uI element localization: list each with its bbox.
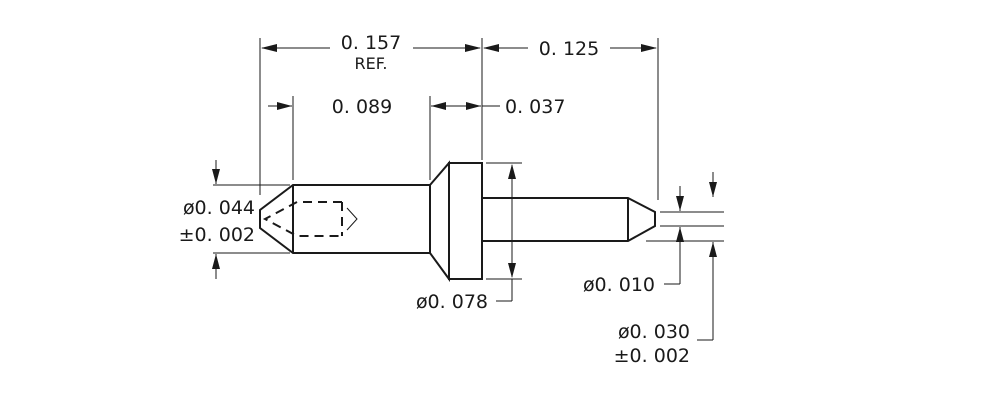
tip-diameter-label: ø0. 010	[583, 274, 655, 296]
part-outline	[259, 160, 656, 283]
flange-diameter-label: ø0. 078	[416, 291, 488, 313]
dimension-labels: 0. 157 REF. 0. 125 0. 089 0. 037 ø0. 044…	[179, 32, 690, 367]
pin-diameter-label: ø0. 030	[618, 321, 690, 343]
extension-lines	[213, 38, 724, 280]
hidden-bore	[262, 201, 342, 237]
head-diameter-tolerance: ±0. 002	[179, 224, 255, 246]
pin-diameter-tolerance: ±0. 002	[614, 345, 690, 367]
hidden-bore-tip	[346, 207, 358, 231]
head-body	[259, 184, 431, 254]
pin-shaft	[482, 197, 656, 242]
flange	[448, 162, 483, 280]
dimension-lines	[212, 44, 717, 341]
overall-length-label: 0. 157	[341, 32, 401, 54]
tip-length-label: 0. 125	[539, 38, 599, 60]
head-length-label: 0. 089	[332, 96, 392, 118]
flange-thickness-label: 0. 037	[505, 96, 565, 118]
flange-taper	[429, 160, 450, 283]
overall-ref-label: REF.	[355, 54, 388, 73]
head-diameter-label: ø0. 044	[183, 197, 255, 219]
